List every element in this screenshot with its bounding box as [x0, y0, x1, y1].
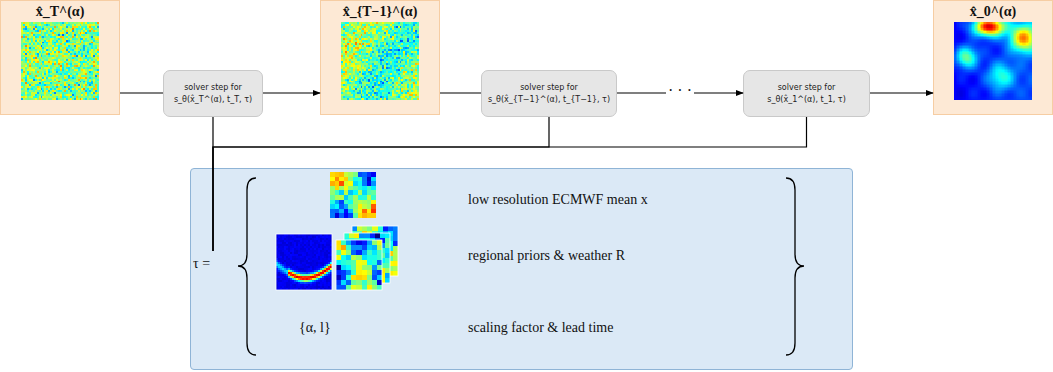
flow-arrow	[120, 92, 163, 93]
state-box: x̂_0^(α)	[933, 0, 1053, 115]
score-formula: s_θ(x̂_{T−1}^(α), t_{T−1}, τ)	[488, 94, 610, 106]
state-box: x̂_T^(α)	[0, 0, 120, 115]
state-label: x̂_{T−1}^(α)	[321, 4, 439, 20]
score-formula: s_θ(x̂_T^(α), t_T, τ)	[174, 94, 252, 106]
step-caption: solver step for	[778, 82, 836, 94]
step-caption: solver step for	[520, 82, 578, 94]
solver-step-box: solver step fors_θ(x̂_1^(α), t_1, τ)	[743, 70, 870, 117]
state-box: x̂_{T−1}^(α)	[320, 0, 440, 115]
state-label: x̂_0^(α)	[934, 4, 1052, 20]
score-formula: s_θ(x̂_1^(α), t_1, τ)	[767, 94, 846, 106]
condition-text: scaling factor & lead time	[468, 319, 613, 337]
flow-arrow	[440, 92, 481, 93]
solver-step-box: solver step fors_θ(x̂_{T−1}^(α), t_{T−1}…	[481, 70, 617, 117]
ellipsis-label: · · ·	[666, 83, 694, 99]
state-label: x̂_T^(α)	[1, 4, 119, 20]
condition-text: {α, l}	[299, 319, 331, 337]
conditioning-panel: τ = low resolution ECMWF mean x regional p…	[190, 168, 853, 370]
condition-text: regional priors & weather R	[468, 247, 625, 265]
flow-arrow	[263, 92, 320, 93]
step-caption: solver step for	[184, 82, 242, 94]
flow-arrow	[870, 92, 933, 93]
solver-step-box: solver step fors_θ(x̂_T^(α), t_T, τ)	[163, 70, 263, 117]
condition-text: low resolution ECMWF mean x	[468, 191, 648, 209]
condition-text: τ =	[193, 255, 210, 273]
